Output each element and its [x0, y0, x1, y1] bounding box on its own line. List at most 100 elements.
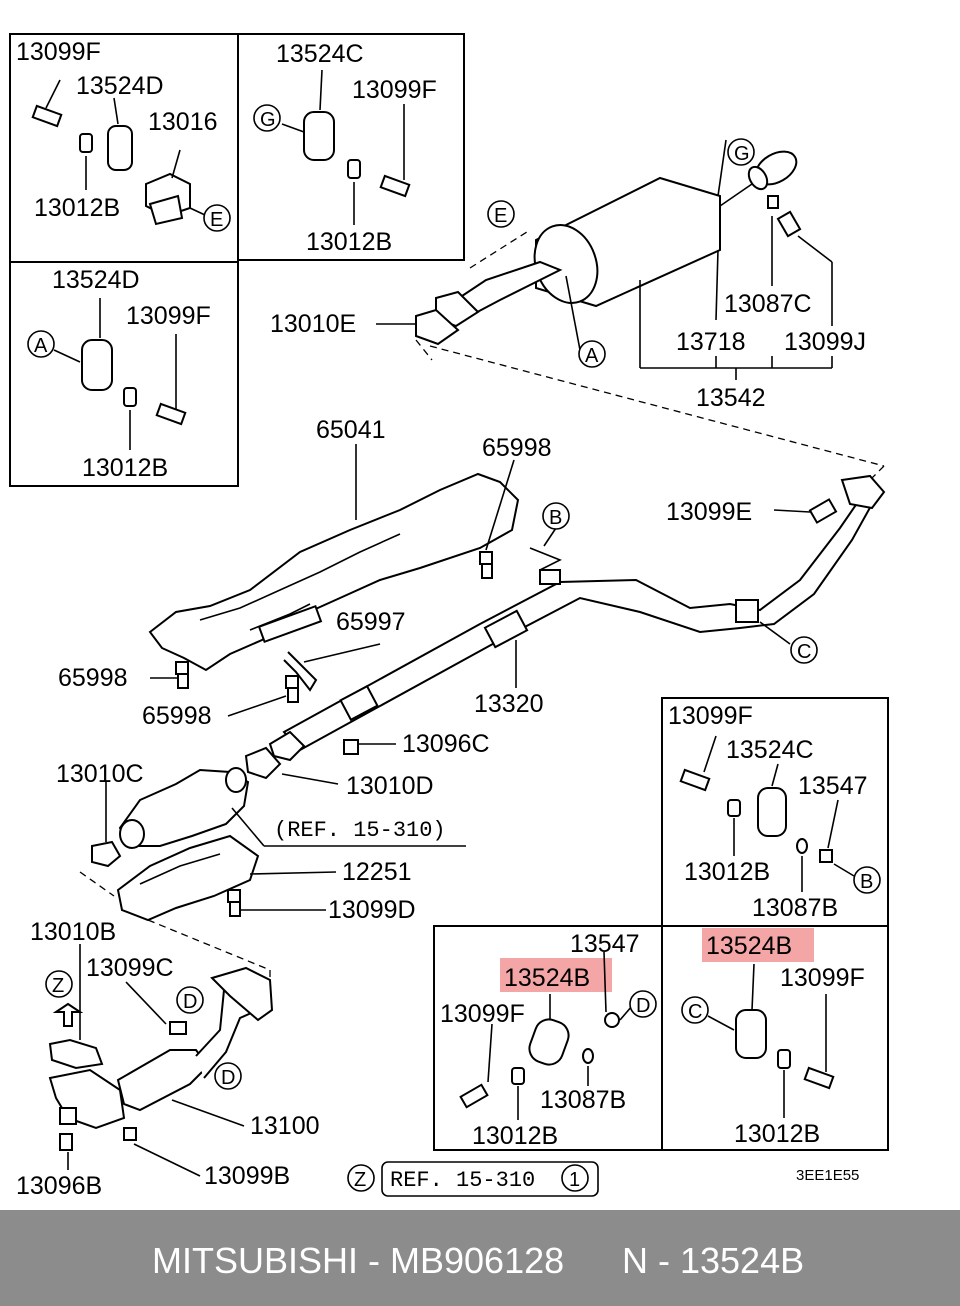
label-13010e: 13010E — [270, 310, 356, 338]
label-13010b: 13010B — [30, 918, 116, 946]
label-13524c-b2: 13524C — [276, 40, 364, 68]
label-13012b-b2: 13012B — [306, 228, 392, 256]
label-13099c: 13099C — [86, 954, 174, 982]
part-footer-bar: MITSUBISHI - MB906128 N - 13524B — [0, 1210, 960, 1306]
label-65041: 65041 — [316, 416, 386, 444]
label-13012b-b4: 13012B — [684, 858, 770, 886]
callout-letter-z1: Z — [52, 975, 64, 997]
ref-15-310-a: (REF. 15-310) — [274, 818, 446, 843]
callout-letter-b2: B — [860, 871, 873, 893]
callout-letter-d2: D — [221, 1067, 235, 1089]
label-65998-left: 65998 — [58, 664, 128, 692]
label-13524b-b6: 13524B — [706, 932, 792, 960]
label-13099b: 13099B — [204, 1162, 290, 1190]
label-13542: 13542 — [696, 384, 766, 412]
label-13087b-b4: 13087B — [752, 894, 838, 922]
label-13099f-b6: 13099F — [780, 964, 865, 992]
label-13087c: 13087C — [724, 290, 812, 318]
label-13010d: 13010D — [346, 772, 434, 800]
label-13524c-b4: 13524C — [726, 736, 814, 764]
box5-parts — [459, 951, 633, 1120]
label-13016: 13016 — [148, 108, 218, 136]
label-13099f-b4: 13099F — [668, 702, 753, 730]
ref-num: 1 — [569, 1169, 580, 1191]
label-13099e: 13099E — [666, 498, 752, 526]
dashed-link — [429, 345, 885, 467]
callout-letter-d1: D — [183, 991, 197, 1013]
label-13012b-b5: 13012B — [472, 1122, 558, 1150]
box2-parts — [281, 69, 411, 225]
highlight-13524b-b5 — [500, 958, 612, 992]
label-13096b: 13096B — [16, 1172, 102, 1200]
callout-letter-a1: A — [34, 335, 48, 357]
callout-circle-e1 — [203, 204, 231, 232]
label-13099d: 13099D — [328, 896, 416, 924]
callout-letter-a2: A — [585, 345, 599, 367]
callout-circle-b2 — [853, 866, 881, 894]
front-pipe — [48, 944, 274, 1177]
label-13718: 13718 — [676, 328, 746, 356]
ref-15-310-b: REF. 15-310 — [390, 1168, 535, 1193]
label-13547-b5: 13547 — [570, 930, 640, 958]
label-13320: 13320 — [474, 690, 544, 718]
callout-letter-c2: C — [688, 1001, 702, 1023]
callout-circle-z1 — [45, 970, 73, 998]
callout-letter-z2: Z — [354, 1169, 366, 1191]
callout-circle-c2 — [681, 996, 709, 1024]
ref-box — [381, 1161, 599, 1197]
callout-circle-b1 — [542, 502, 570, 530]
label-13099f-b5: 13099F — [440, 1000, 525, 1028]
box1-parts — [31, 79, 206, 226]
label-65998-mid: 65998 — [142, 702, 212, 730]
label-13524d-b1: 13524D — [76, 72, 164, 100]
label-13099f-b2: 13099F — [352, 76, 437, 104]
callout-circle-a2 — [578, 340, 606, 368]
footer-part-number: N - 13524B — [622, 1240, 805, 1281]
label-65997: 65997 — [336, 608, 406, 636]
label-13096c: 13096C — [402, 730, 490, 758]
callout-circle-a1 — [27, 330, 55, 358]
inset-box-2 — [237, 33, 465, 261]
label-13100: 13100 — [250, 1112, 320, 1140]
callout-letter-e2: E — [494, 205, 507, 227]
label-13012b-b6: 13012B — [734, 1120, 820, 1148]
footer-brand-part: MITSUBISHI - MB906128 — [152, 1240, 565, 1281]
label-65998-top: 65998 — [482, 434, 552, 462]
callout-circle-e2 — [487, 200, 515, 228]
exhaust-parts-diagram: 13099F 13524D 13016 13012B E G 13524C 13… — [9, 33, 889, 1200]
label-13099f-b1: 13099F — [16, 38, 101, 66]
label-13547-b4: 13547 — [798, 772, 868, 800]
callout-letter-b1: B — [549, 507, 562, 529]
center-pipe — [244, 474, 886, 785]
inset-box-3 — [9, 261, 239, 487]
diagram-code: 3EE1E55 — [796, 1167, 859, 1184]
callout-circle-z2 — [347, 1164, 375, 1192]
muffler-assembly — [415, 139, 833, 380]
box3-parts — [53, 298, 187, 450]
inset-box-6 — [661, 925, 889, 1151]
callout-circle-d2 — [214, 1062, 242, 1090]
callout-letter-d3: D — [636, 995, 650, 1017]
label-13087b-b5: 13087B — [540, 1086, 626, 1114]
label-12251: 12251 — [342, 858, 412, 886]
label-13012b-b3: 13012B — [82, 454, 168, 482]
label-13010c: 13010C — [56, 760, 144, 788]
ref-num-circle — [561, 1164, 589, 1192]
callout-letter-g2: G — [734, 143, 750, 165]
callout-letter-g1: G — [260, 109, 276, 131]
callout-circle-g2 — [727, 138, 755, 166]
callout-circle-g1 — [253, 104, 281, 132]
label-13524b-b5: 13524B — [504, 964, 590, 992]
callout-circle-d3 — [629, 990, 657, 1018]
label-13099j: 13099J — [784, 328, 866, 356]
catalytic-converter — [79, 767, 466, 971]
box4-parts — [679, 735, 855, 892]
heat-protector — [148, 444, 520, 717]
callout-letter-e1: E — [210, 209, 223, 231]
callout-circle-d1 — [176, 986, 204, 1014]
callout-circle-c1 — [790, 636, 818, 664]
label-13012b-b1: 13012B — [34, 194, 120, 222]
box6-parts — [702, 928, 835, 1118]
highlight-13524b-b6 — [702, 928, 814, 962]
label-13099f-b3: 13099F — [126, 302, 211, 330]
